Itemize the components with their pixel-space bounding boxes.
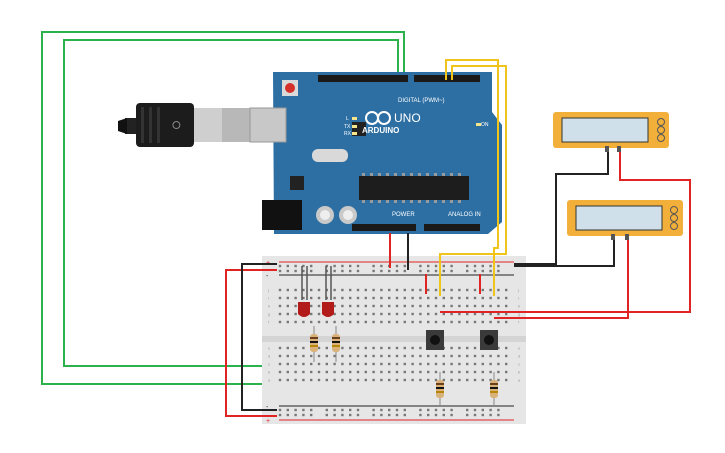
- display-1[interactable]: [553, 112, 669, 152]
- led-1-body: [298, 302, 310, 317]
- digital-label: DIGITAL (PWM~): [398, 98, 445, 104]
- l-label: L: [346, 116, 349, 122]
- wire-lcd2-signal: [494, 238, 629, 319]
- usb-cable[interactable]: ⭘: [118, 103, 250, 147]
- breadboard-gap: [262, 336, 526, 342]
- row-letter: i: [518, 296, 519, 301]
- power-jack: [262, 200, 302, 230]
- wire-lcd1-signal: [440, 150, 691, 313]
- row-letter: d: [268, 354, 270, 359]
- row-letter: g: [518, 312, 520, 317]
- display-1-pin-icon: [657, 118, 665, 126]
- row-letter: j: [267, 288, 269, 293]
- digital-header-left: [318, 75, 408, 82]
- wire-lcd1-gnd: [514, 150, 609, 265]
- rail-plus-symbol-bottom: +: [266, 418, 270, 425]
- rx-label: RX: [344, 131, 352, 137]
- green-wire-2: [63, 39, 399, 367]
- led-2[interactable]: [322, 266, 334, 317]
- model-label: UNO: [394, 111, 421, 125]
- row-letter: e: [518, 346, 521, 351]
- usb-plug-body: [136, 103, 194, 147]
- wire-lcd2-gnd: [514, 238, 615, 267]
- board-pcb: [273, 72, 502, 234]
- reset-button-cap: [285, 83, 295, 93]
- row-letter: g: [268, 312, 270, 317]
- display-2-pin-icon: [670, 206, 678, 214]
- crystal: [312, 149, 348, 162]
- row-letter: j: [517, 288, 519, 293]
- resistor-1[interactable]: [310, 326, 318, 362]
- display-1-screen: [561, 117, 649, 143]
- row-letter: b: [518, 370, 521, 375]
- analog-header: [424, 224, 480, 231]
- usb-port: [249, 107, 287, 143]
- row-letter: i: [268, 296, 269, 301]
- usb-symbol-icon: ⭘: [172, 119, 181, 132]
- yellow-wires[interactable]: [439, 59, 507, 296]
- display-2-screen: [575, 205, 663, 231]
- arduino-uno-board[interactable]: DIGITAL (PWM~) UNO ARDUINO POWER ANALOG …: [249, 72, 502, 234]
- power-header: [352, 224, 416, 231]
- pushbutton-2[interactable]: [480, 330, 498, 350]
- resistor-4[interactable]: [490, 372, 498, 406]
- row-letter: h: [518, 304, 520, 309]
- yellow-wire-2: [439, 65, 507, 296]
- power-label: POWER: [392, 212, 415, 218]
- row-letter: f: [518, 320, 520, 325]
- row-letter: f: [268, 320, 270, 325]
- arduino-logo-icon: [365, 111, 391, 125]
- row-letter: a: [268, 378, 271, 383]
- rail-minus-symbol-bottom: -: [266, 404, 269, 411]
- resistor-2[interactable]: [332, 326, 340, 362]
- resistor-3[interactable]: [436, 372, 444, 406]
- row-letter: c: [268, 362, 270, 367]
- led-2-body: [322, 302, 334, 317]
- row-letter: b: [268, 370, 271, 375]
- row-letter: e: [268, 346, 271, 351]
- green-wire-1: [41, 31, 405, 385]
- display-2[interactable]: [567, 200, 683, 240]
- pushbutton-1[interactable]: [426, 330, 444, 350]
- rail-minus-symbol-top: -: [266, 273, 269, 280]
- row-letter: h: [268, 304, 270, 309]
- tx-label: TX: [344, 124, 351, 130]
- led-1[interactable]: [298, 266, 310, 317]
- voltage-regulator: [290, 176, 304, 190]
- row-letter: a: [518, 378, 521, 383]
- power-wires[interactable]: [225, 150, 691, 417]
- wire-left-rail-minus: [241, 263, 277, 411]
- brand-label: ARDUINO: [362, 126, 399, 135]
- usb-plug-metal: [194, 108, 224, 142]
- atmega-chip: [359, 176, 469, 200]
- wire-left-rail-plus: [225, 269, 277, 417]
- row-letter: c: [518, 362, 520, 367]
- on-label: ON: [481, 122, 489, 128]
- analog-label: ANALOG IN: [448, 212, 481, 218]
- row-letter: d: [518, 354, 520, 359]
- yellow-wire-1: [445, 59, 499, 296]
